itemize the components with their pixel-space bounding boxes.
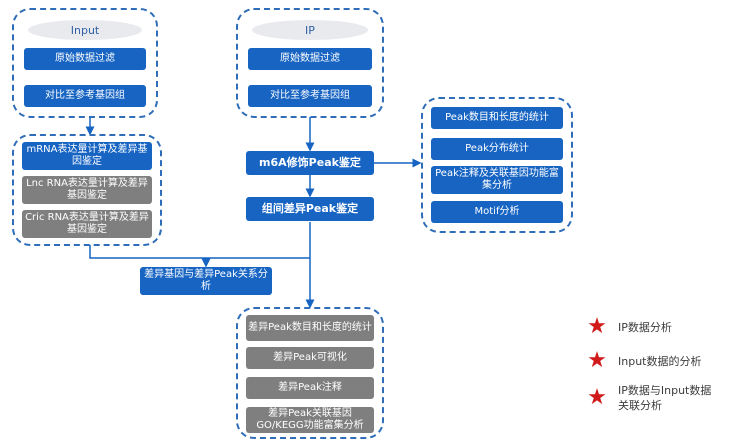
diff-peak-count-box[interactable]: 差异Peak数目和长度的统计 <box>246 315 374 341</box>
line-expression-to-junction <box>89 245 310 259</box>
legend-ip: ★ IP数据分析 <box>584 316 672 338</box>
star-icon: ★ <box>587 314 607 339</box>
legend-label-input: Input数据的分析 <box>618 354 702 368</box>
peak-distribution-box[interactable]: Peak分布统计 <box>431 138 563 160</box>
star-icon: ★ <box>587 385 607 410</box>
motif-analysis-box[interactable]: Motif分析 <box>431 201 563 223</box>
ip-header: IP <box>252 20 368 40</box>
ip-step-filter[interactable]: 原始数据过滤 <box>248 48 372 70</box>
star-icon: ★ <box>587 348 607 373</box>
diff-peak-visualization-box[interactable]: 差异Peak可视化 <box>246 347 374 369</box>
diff-peak-enrichment-box[interactable]: 差异Peak关联基因GO/KEGG功能富集分析 <box>246 407 374 433</box>
input-header: Input <box>28 20 142 40</box>
circrna-expression-box[interactable]: Cric RNA表达量计算及差异基因鉴定 <box>22 210 152 238</box>
legend-joint: ★ IP数据与Input数据关联分析 <box>584 383 722 413</box>
mrna-expression-box[interactable]: mRNA表达量计算及差异基因鉴定 <box>22 142 152 170</box>
lncrna-expression-box[interactable]: Lnc RNA表达量计算及差异基因鉴定 <box>22 176 152 204</box>
diff-peak-box[interactable]: 组间差异Peak鉴定 <box>246 197 374 221</box>
input-group: Input 原始数据过滤 对比至参考基因组 <box>12 8 158 118</box>
peak-identification-box[interactable]: m6A修饰Peak鉴定 <box>246 151 374 175</box>
expression-group: mRNA表达量计算及差异基因鉴定 Lnc RNA表达量计算及差异基因鉴定 Cri… <box>12 134 162 246</box>
legend-label-ip: IP数据分析 <box>618 320 672 334</box>
ip-group: IP 原始数据过滤 对比至参考基因组 <box>236 8 384 118</box>
peak-stats-group: Peak数目和长度的统计 Peak分布统计 Peak注释及关联基因功能富集分析 … <box>421 97 573 233</box>
joint-analysis-box[interactable]: 差异基因与差异Peak关系分析 <box>140 267 272 295</box>
ip-step-align[interactable]: 对比至参考基因组 <box>248 85 372 107</box>
legend-input: ★ Input数据的分析 <box>584 350 701 372</box>
legend-label-joint: IP数据与Input数据关联分析 <box>618 384 712 412</box>
input-step-align[interactable]: 对比至参考基因组 <box>24 85 146 107</box>
input-step-filter[interactable]: 原始数据过滤 <box>24 48 146 70</box>
peak-count-length-box[interactable]: Peak数目和长度的统计 <box>431 107 563 129</box>
peak-annotation-box[interactable]: Peak注释及关联基因功能富集分析 <box>431 166 563 194</box>
diff-peak-group: 差异Peak数目和长度的统计 差异Peak可视化 差异Peak注释 差异Peak… <box>236 307 384 439</box>
diff-peak-annotation-box[interactable]: 差异Peak注释 <box>246 377 374 399</box>
